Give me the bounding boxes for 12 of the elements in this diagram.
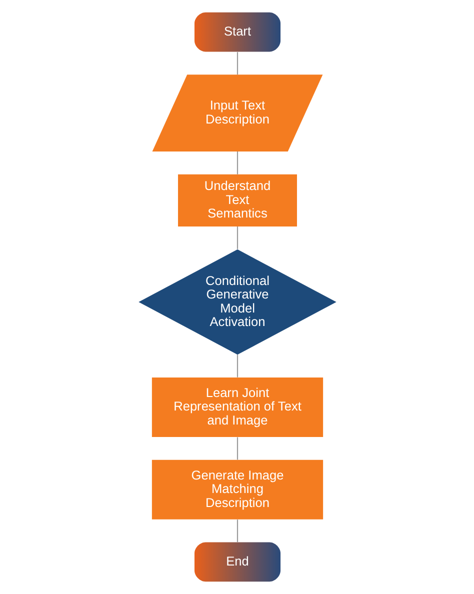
connector [236,520,238,542]
node-box: End [194,542,280,582]
connector [236,437,238,460]
node-box: Understand Text Semantics [178,174,296,227]
node-diamond: Conditional Generative Model Activation [138,249,336,355]
connector [236,354,238,378]
connector [236,152,238,174]
node-box: Generate Image Matching Description [151,460,323,520]
connector [236,226,238,250]
connector [236,52,238,75]
node-box: Learn Joint Representation of Text and Image [151,378,323,438]
node-box: Start [194,12,280,52]
